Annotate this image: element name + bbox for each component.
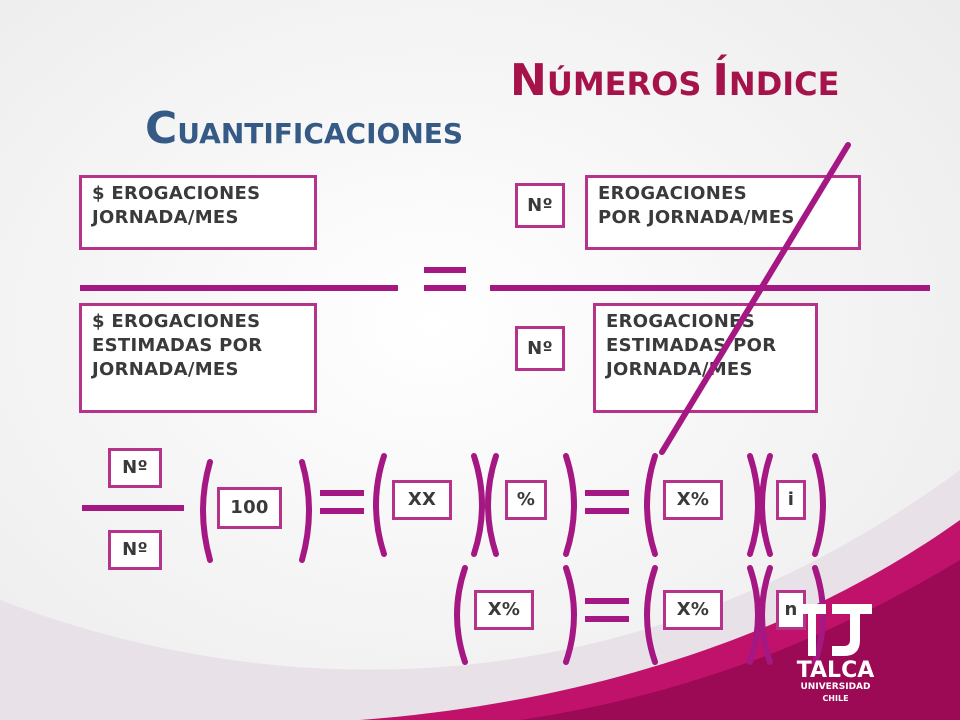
hundred-box: 100 (217, 487, 282, 529)
equals-sign-2-bottom (320, 508, 364, 514)
left-fraction-bar (80, 285, 398, 291)
logo-name: TALCA (796, 658, 875, 683)
left-numerator-box: $ EROGACIONES JORNADA/MES (79, 175, 317, 250)
paren-left-100 (200, 459, 213, 563)
numeros-indice-title: NÚMEROS ÍNDICE (510, 55, 840, 106)
paren-right-xpct2 (563, 565, 577, 665)
paren-right-percent (563, 453, 577, 557)
x-percent-box-3: X% (663, 590, 723, 630)
paren-left-xx (373, 453, 387, 557)
right-denominator-box: EROGACIONES ESTIMADAS POR JORNADA/MES (593, 303, 818, 413)
percent-box: % (505, 480, 547, 520)
strike-through-line (659, 142, 851, 455)
paren-right-n (812, 565, 826, 665)
equals-sign-2-top (320, 490, 364, 496)
equals-sign-top (424, 267, 466, 273)
i-box: i (776, 480, 806, 520)
x-percent-box-1: X% (663, 480, 723, 520)
paren-left-xpct2 (454, 565, 468, 665)
paren-right-xpct1 (747, 453, 761, 557)
formula-num-top: Nº (108, 448, 162, 488)
equals-sign-bottom (424, 285, 466, 291)
universidad-talca-logo: TALCA UNIVERSIDAD CHILE (788, 600, 883, 705)
cuantificaciones-title: CUANTIFICACIONES (145, 103, 464, 154)
formula-fraction-bar (82, 505, 184, 511)
paren-right-100 (299, 459, 312, 563)
equals-sign-4-top (585, 598, 629, 604)
equals-sign-3-top (585, 490, 629, 496)
talca-logo-mark (800, 604, 872, 656)
equals-sign-4-bottom (585, 616, 629, 622)
right-denominator-label: Nº (515, 326, 565, 371)
paren-left-xpct3 (644, 565, 658, 665)
equals-sign-3-bottom (585, 508, 629, 514)
right-numerator-label: Nº (515, 183, 565, 228)
right-numerator-box: EROGACIONES POR JORNADA/MES (585, 175, 861, 250)
logo-line2: UNIVERSIDAD (800, 682, 871, 692)
logo-line3: CHILE (822, 694, 849, 703)
xx-box: XX (392, 480, 452, 520)
paren-left-i (759, 453, 773, 557)
paren-left-n (759, 565, 773, 665)
paren-right-i (812, 453, 826, 557)
formula-num-bottom: Nº (108, 530, 162, 570)
paren-left-percent (485, 453, 499, 557)
paren-right-xx (471, 453, 485, 557)
paren-right-xpct3 (747, 565, 761, 665)
x-percent-box-2: X% (474, 590, 534, 630)
right-fraction-bar (490, 285, 930, 291)
paren-left-xpct1 (644, 453, 658, 557)
left-denominator-box: $ EROGACIONES ESTIMADAS POR JORNADA/MES (79, 303, 317, 413)
